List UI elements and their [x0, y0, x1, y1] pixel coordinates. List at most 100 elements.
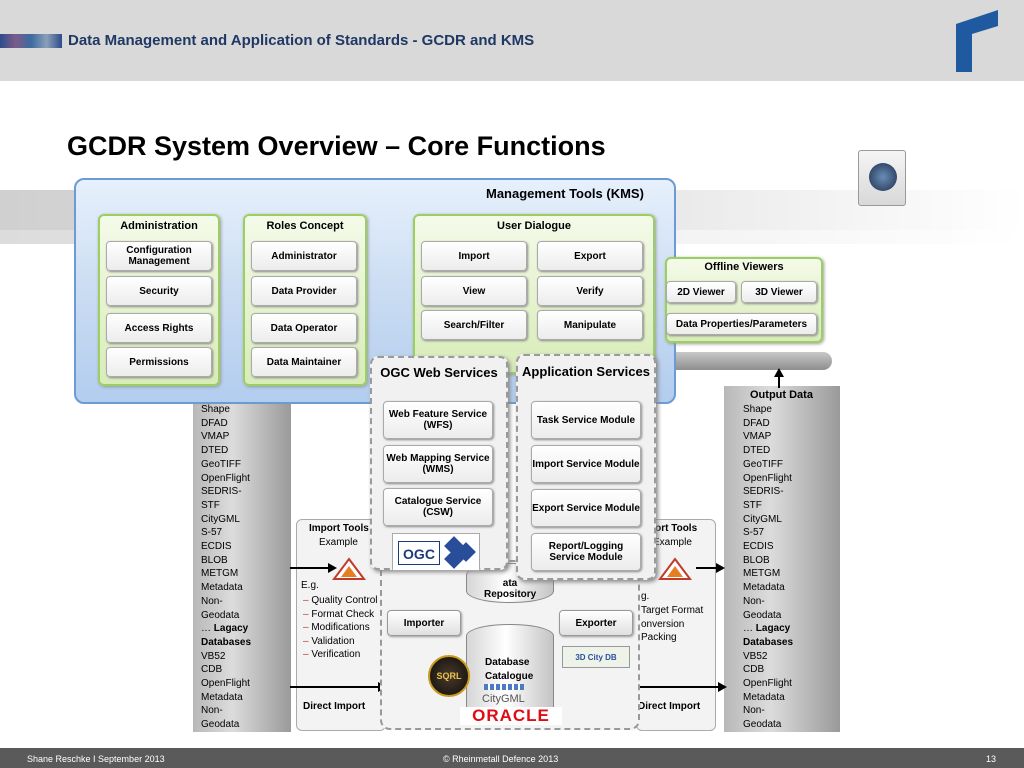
format-item: Non-: [743, 595, 765, 607]
management-tools-title: Management Tools (KMS): [486, 186, 644, 201]
arrowhead-icon: [328, 563, 337, 573]
citygml-logo: CityGML: [482, 693, 525, 705]
data-properties-button[interactable]: Data Properties/Parameters: [666, 313, 817, 335]
legacy-label: Lagacy: [213, 623, 249, 635]
format-item: VMAP: [743, 431, 772, 443]
oracle-logo: ORACLE: [460, 707, 562, 725]
application-services-title: Application Services: [522, 364, 650, 379]
format-item: … Lagacy: [201, 623, 249, 635]
format-item: VB52: [743, 650, 768, 662]
format-item: Non-: [201, 595, 223, 607]
format-item: Metadata: [743, 691, 785, 703]
format-item: DFAD: [201, 417, 228, 429]
format-item: SEDRIS-: [201, 486, 242, 498]
ogc-service-button[interactable]: Web Feature Service (WFS): [383, 401, 493, 439]
bullet-dash-icon: –: [303, 649, 312, 660]
ogc-badge-text: OGC: [398, 541, 440, 565]
process-step-text: Target Format: [641, 605, 704, 616]
user-dialogue-item-button[interactable]: Manipulate: [537, 310, 643, 340]
importer-button[interactable]: Importer: [387, 610, 461, 636]
administration-item-button[interactable]: Access Rights: [106, 313, 212, 343]
process-step-text: Format Check: [311, 608, 375, 620]
application-service-button[interactable]: Import Service Module: [531, 445, 641, 483]
administration-item-button[interactable]: Permissions: [106, 347, 212, 377]
user-dialogue-item-button[interactable]: View: [421, 276, 527, 306]
process-step-text: Packing: [641, 632, 677, 643]
process-step-text: Validation: [311, 635, 355, 647]
format-item: BLOB: [201, 554, 228, 566]
footer-bar: [0, 748, 1024, 768]
format-item: SEDRIS-: [743, 486, 784, 498]
format-item: Databases: [743, 636, 794, 648]
footer-copyright: © Rheinmetall Defence 2013: [443, 754, 559, 764]
format-item: DFAD: [743, 417, 770, 429]
format-item: STF: [743, 499, 762, 511]
user-dialogue-item-button[interactable]: Import: [421, 241, 527, 271]
process-step: – Verification: [303, 648, 380, 662]
input-data-column: [193, 390, 291, 732]
sqrl-badge-icon: SQRL: [428, 655, 470, 697]
exporter-button[interactable]: Exporter: [559, 610, 633, 636]
format-item: VMAP: [201, 431, 230, 443]
process-step: onversion: [641, 618, 703, 632]
administration-item-button[interactable]: Security: [106, 276, 212, 306]
ogc-compliant-badge: OGC: [392, 533, 480, 571]
process-step: – Validation: [303, 635, 380, 649]
format-item: Metadata: [743, 582, 785, 594]
output-data-title: Output Data: [750, 389, 813, 401]
arrow-line: [290, 686, 382, 688]
role-item-button[interactable]: Data Operator: [251, 313, 357, 343]
process-step-text: Verification: [311, 649, 361, 660]
ogc-service-button[interactable]: Web Mapping Service (WMS): [383, 445, 493, 483]
footer-page-number: 13: [986, 754, 997, 764]
format-item: Non-: [743, 705, 765, 717]
bullet-dash-icon: –: [303, 622, 312, 633]
format-item: S-57: [201, 527, 223, 539]
direct-import-label: Direct Import: [638, 701, 701, 712]
application-service-button[interactable]: Report/Logging Service Module: [531, 533, 641, 571]
role-item-button[interactable]: Administrator: [251, 241, 357, 271]
role-item-button[interactable]: Data Provider: [251, 276, 357, 306]
format-item: CityGML: [201, 513, 240, 525]
ogc-service-button[interactable]: Catalogue Service (CSW): [383, 488, 493, 526]
header-bar: [0, 0, 1024, 81]
process-step: Packing: [641, 631, 703, 645]
format-item: ECDIS: [743, 541, 774, 553]
role-item-button[interactable]: Data Maintainer: [251, 347, 357, 377]
document-icon[interactable]: [858, 150, 906, 206]
legacy-label: Lagacy: [755, 623, 791, 635]
application-service-button[interactable]: Task Service Module: [531, 401, 641, 439]
rheinmetall-logo-icon: [956, 10, 998, 72]
header-image-strip: [0, 34, 62, 48]
export-eg-label: g.: [641, 591, 650, 602]
3d-city-db-logo: 3D City DB: [562, 646, 630, 668]
user-dialogue-item-button[interactable]: Search/Filter: [421, 310, 527, 340]
user-dialogue-item-button[interactable]: Export: [537, 241, 643, 271]
format-item: METGM: [201, 568, 239, 580]
format-item: GeoTIFF: [201, 458, 242, 470]
bullet-dash-icon: –: [303, 635, 312, 647]
export-example-label: Example: [653, 537, 692, 548]
format-item: METGM: [743, 568, 781, 580]
format-item: OpenFlight: [743, 678, 792, 690]
administration-item-button[interactable]: Configuration Management: [106, 241, 212, 271]
administration-title: Administration: [120, 220, 198, 232]
bullet-dash-icon: –: [303, 595, 312, 606]
roles-concept-title: Roles Concept: [266, 220, 344, 232]
format-item: CDB: [743, 664, 765, 676]
3d-viewer-button[interactable]: 3D Viewer: [741, 281, 817, 303]
user-dialogue-item-button[interactable]: Verify: [537, 276, 643, 306]
application-service-button[interactable]: Export Service Module: [531, 489, 641, 527]
bullet-dash-icon: –: [303, 608, 312, 620]
format-item: BLOB: [743, 554, 770, 566]
database-catalogue-label: Database Catalogue: [485, 657, 534, 682]
process-step-text: Modifications: [311, 622, 370, 633]
2d-viewer-button[interactable]: 2D Viewer: [666, 281, 736, 303]
format-item: OpenFlight: [201, 472, 250, 484]
process-step-text: Quality Control: [311, 595, 378, 606]
output-data-column: [724, 386, 840, 732]
format-item: CDB: [201, 664, 223, 676]
hazard-warning-icon: [658, 557, 692, 580]
